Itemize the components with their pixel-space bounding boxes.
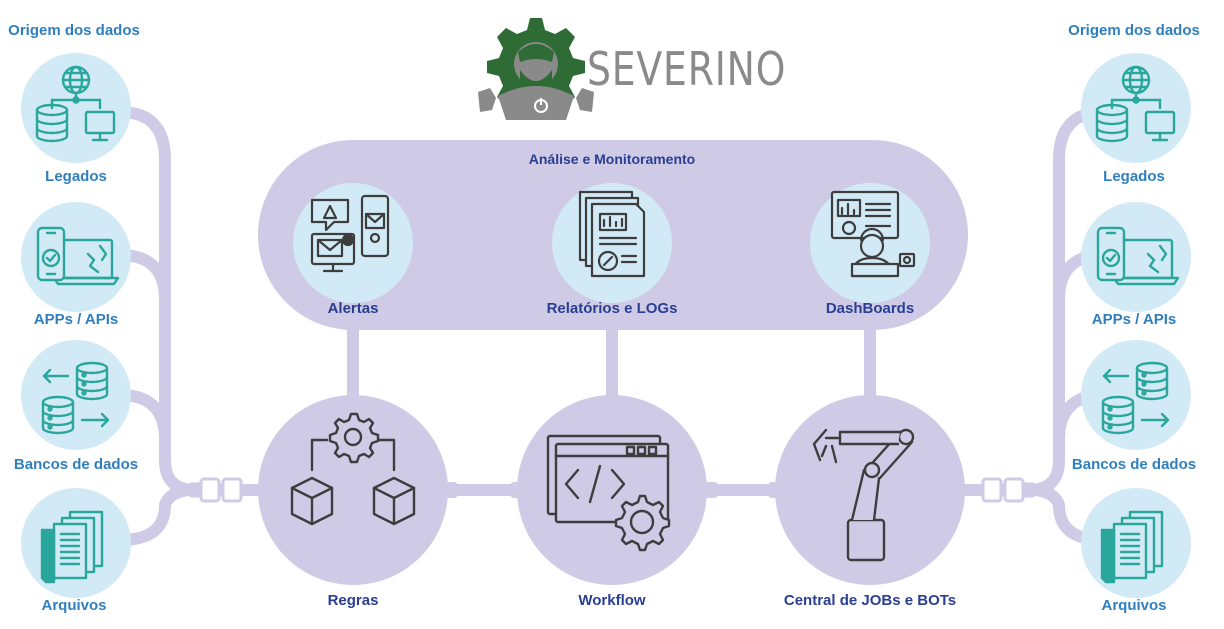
- severino-logo-icon: [478, 18, 594, 120]
- code-window-gear-icon: [546, 434, 671, 552]
- right-source-label-files: Arquivos: [1101, 597, 1167, 614]
- pipeline-label-jobs-bots: Central de JOBs e BOTs: [783, 592, 957, 609]
- left-column-title: Origem dos dados: [8, 22, 140, 39]
- left-source-label-db: Bancos de dados: [13, 456, 139, 473]
- reports-icon: [578, 190, 646, 278]
- gear-cubes-icon: [290, 412, 416, 526]
- right-source-label-apps: APPs / APIs: [1091, 311, 1177, 328]
- right-sources: [1081, 53, 1191, 598]
- left-source-label-apps: APPs / APIs: [33, 311, 119, 328]
- left-sources: [21, 53, 131, 598]
- pipeline-label-rules: Regras: [327, 592, 379, 609]
- robot-arm-icon: [812, 428, 915, 562]
- plug-icon-left: [190, 477, 243, 503]
- left-source-label-legados: Legados: [45, 168, 107, 185]
- monitoring-title: Análise e Monitoramento: [528, 151, 696, 167]
- alerts-icon: [310, 194, 390, 273]
- monitoring-label-reports: Relatórios e LOGs: [546, 300, 678, 317]
- plug-icon-right: [981, 477, 1034, 503]
- monitoring-label-dashboards: DashBoards: [825, 300, 915, 317]
- right-column-title: Origem dos dados: [1068, 22, 1200, 39]
- dashboard-icon: [830, 190, 916, 278]
- brand-name: SEVERINO: [587, 42, 787, 96]
- monitoring-label-alerts: Alertas: [327, 300, 379, 317]
- right-source-label-legados: Legados: [1103, 168, 1165, 185]
- left-source-label-files: Arquivos: [41, 597, 107, 614]
- pipeline-label-workflow: Workflow: [578, 592, 646, 609]
- rules-circle: [258, 395, 448, 585]
- right-source-label-db: Bancos de dados: [1071, 456, 1197, 473]
